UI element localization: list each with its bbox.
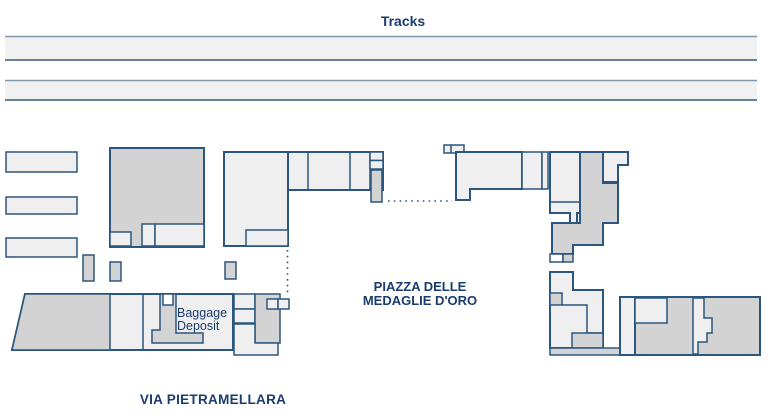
building-east-hall [455,151,523,201]
kiosk [82,254,95,282]
south-small-booth [162,293,174,306]
southeast-corridor [619,296,636,356]
piazza-label-line1: PIAZZA DELLE [374,279,467,294]
building-west [109,147,205,248]
building-central-wing [287,151,384,191]
building-southeast [549,271,761,356]
tracks-area: Tracks [5,13,757,101]
track-band-2 [5,79,757,101]
south-cell [277,298,290,310]
southeast-dark-room [571,332,604,349]
building-south-dark-wing [11,293,111,351]
track-band-1-fill [5,36,757,60]
place-labels: PIAZZA DELLE MEDAGLIE D'ORO VIA PIETRAME… [140,279,477,407]
building-east-corridor [541,151,549,190]
south-dark-strip [151,293,204,344]
southeast-notched-room [692,297,713,355]
wing-cell [369,151,384,162]
kiosk [109,261,122,282]
track-band-1 [5,35,757,61]
platform-bar [5,151,78,173]
building-east-top-bump [443,144,465,154]
piazza-label-line2: MEDAGLIE D'ORO [363,293,477,308]
building-west-room [154,223,205,247]
baggage-deposit-label-line2: Deposit [177,319,220,333]
building-east-room [521,151,543,190]
building-east-corner-room [602,151,629,183]
wing-annex [370,169,383,203]
kiosk [224,261,237,280]
platform-bar [5,196,78,215]
building-west-room [109,231,132,247]
building-central [223,151,384,247]
baggage-deposit-label-line1: Baggage [177,306,227,320]
platform-bar [5,237,78,258]
wing-cell [369,159,384,170]
south-cell [266,298,279,310]
building-east-room-block [549,151,581,224]
south-room [233,308,256,324]
building-east-tip-room [549,253,564,263]
building-east-tip-annex [562,253,574,263]
kiosks [82,254,237,282]
southeast-dark-cell [549,292,563,306]
platforms [5,151,78,258]
south-lower-annex [233,323,279,356]
track-band-2-fill [5,80,757,100]
building-west-corridor [141,223,156,247]
building-central-room [245,229,289,247]
tracks-label: Tracks [381,13,426,29]
building-east [443,144,629,263]
southeast-inset-room [634,297,668,324]
street-label: VIA PIETRAMELLARA [140,392,286,407]
building-south: Baggage Deposit [10,293,290,356]
south-room [233,293,256,310]
southeast-connector [549,347,623,356]
